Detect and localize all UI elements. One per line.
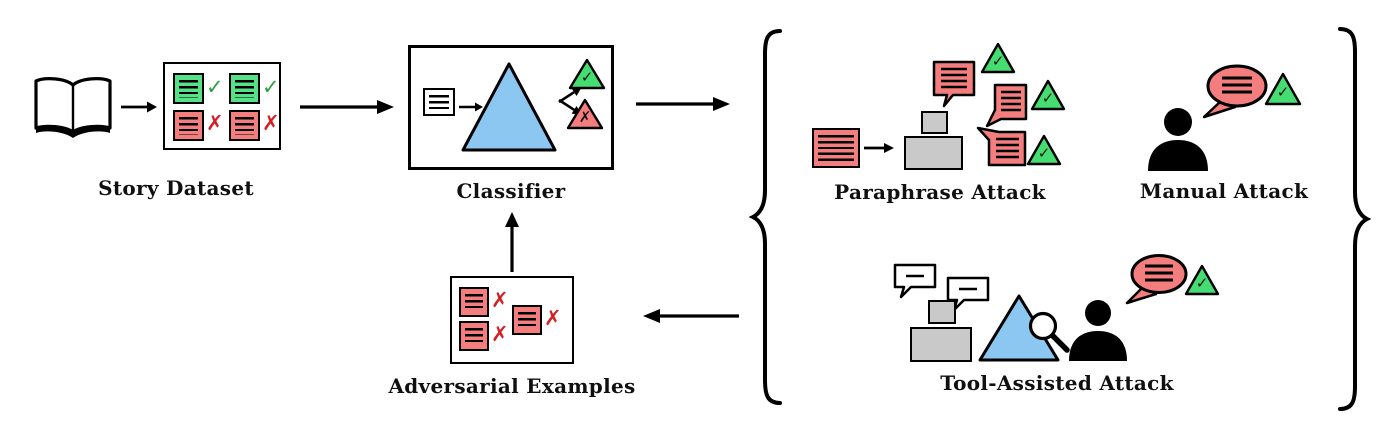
- manual-attack-label: Manual Attack: [1139, 179, 1309, 203]
- chat-bubble-icon: [1202, 64, 1268, 119]
- person-icon: [1148, 108, 1208, 171]
- check-icon: ✓: [1195, 273, 1209, 292]
- flow-arrow-dataset-to-classifier: [300, 100, 394, 114]
- story-dataset-box: ✓ ✓ ✗ ✗: [163, 62, 281, 150]
- story-dataset-label: Story Dataset: [98, 176, 254, 200]
- speech-bubble-icon: [985, 83, 1028, 128]
- success-triangle-icon: ✓: [1030, 79, 1066, 111]
- robot-head-icon: [928, 300, 956, 324]
- success-triangle-icon: ✓: [1026, 134, 1062, 166]
- story-doc-positive: [173, 73, 204, 104]
- doc-text-lines: [429, 95, 449, 110]
- speech-bubble-icon: [893, 263, 937, 299]
- check-icon: ✓: [580, 67, 594, 86]
- check-icon: ✓: [1276, 82, 1290, 101]
- check-icon: ✓: [262, 75, 280, 99]
- doc-text-lines: [235, 117, 254, 135]
- cross-icon: ✗: [491, 288, 509, 312]
- flow-arrow-doc-to-model: [459, 102, 483, 112]
- doc-text-lines: [818, 135, 854, 162]
- robot-head-icon: [921, 111, 948, 134]
- adversarial-doc: [459, 321, 489, 351]
- book-icon: [34, 77, 112, 138]
- classifier-triangle-icon: [461, 62, 557, 152]
- classifier-box: ✓ ✗: [408, 45, 614, 170]
- retrain-arrow: [505, 212, 519, 272]
- tool-assisted-attack-label: Tool-Assisted Attack: [940, 371, 1174, 395]
- doc-text-lines: [179, 117, 198, 135]
- story-doc-negative: [173, 110, 204, 141]
- adversarial-doc: [459, 287, 489, 317]
- chat-bubble-icon: [1125, 254, 1188, 305]
- input-doc-icon: [423, 88, 455, 116]
- adversarial-examples-box: ✗ ✗ ✗: [450, 276, 574, 364]
- success-triangle-icon: ✓: [1264, 72, 1302, 106]
- success-triangle-icon: ✓: [1184, 264, 1220, 296]
- left-brace-icon: [748, 29, 782, 405]
- feedback-arrow: [643, 309, 739, 323]
- check-icon: ✓: [1041, 88, 1055, 107]
- cross-icon: ✗: [491, 322, 509, 346]
- cross-icon: ✗: [206, 111, 224, 135]
- flow-arrow-doc-to-robot: [864, 143, 894, 153]
- check-icon: ✓: [991, 51, 1005, 70]
- doc-text-lines: [518, 312, 536, 329]
- story-doc-negative: [229, 110, 260, 141]
- story-doc-positive: [229, 73, 260, 104]
- right-brace-icon: [1338, 27, 1372, 411]
- classifier-label: Classifier: [456, 179, 566, 203]
- cross-icon: ✗: [578, 107, 592, 126]
- paraphrase-input-doc: [812, 128, 860, 168]
- flow-arrow-book-to-dataset: [121, 101, 157, 113]
- cross-icon: ✗: [544, 306, 562, 330]
- check-icon: ✓: [206, 75, 224, 99]
- negative-triangle-icon: ✗: [566, 98, 604, 130]
- cross-icon: ✗: [262, 111, 280, 135]
- success-triangle-icon: ✓: [980, 42, 1016, 74]
- speech-bubble-icon: [932, 60, 976, 108]
- paraphrase-attack-label: Paraphrase Attack: [834, 180, 1046, 204]
- magnifier-icon: [1028, 311, 1070, 353]
- doc-text-lines: [179, 80, 198, 98]
- adversarial-doc: [512, 305, 542, 335]
- robot-body-icon: [910, 327, 972, 362]
- doc-text-lines: [465, 294, 483, 311]
- person-icon: [1069, 300, 1127, 361]
- speech-bubble-icon: [976, 126, 1027, 167]
- robot-body-icon: [904, 136, 963, 170]
- positive-triangle-icon: ✓: [568, 58, 606, 90]
- doc-text-lines: [465, 328, 483, 345]
- doc-text-lines: [235, 80, 254, 98]
- flow-arrow-classifier-to-attacks: [636, 97, 730, 111]
- adversarial-examples-label: Adversarial Examples: [388, 374, 636, 398]
- check-icon: ✓: [1037, 143, 1051, 162]
